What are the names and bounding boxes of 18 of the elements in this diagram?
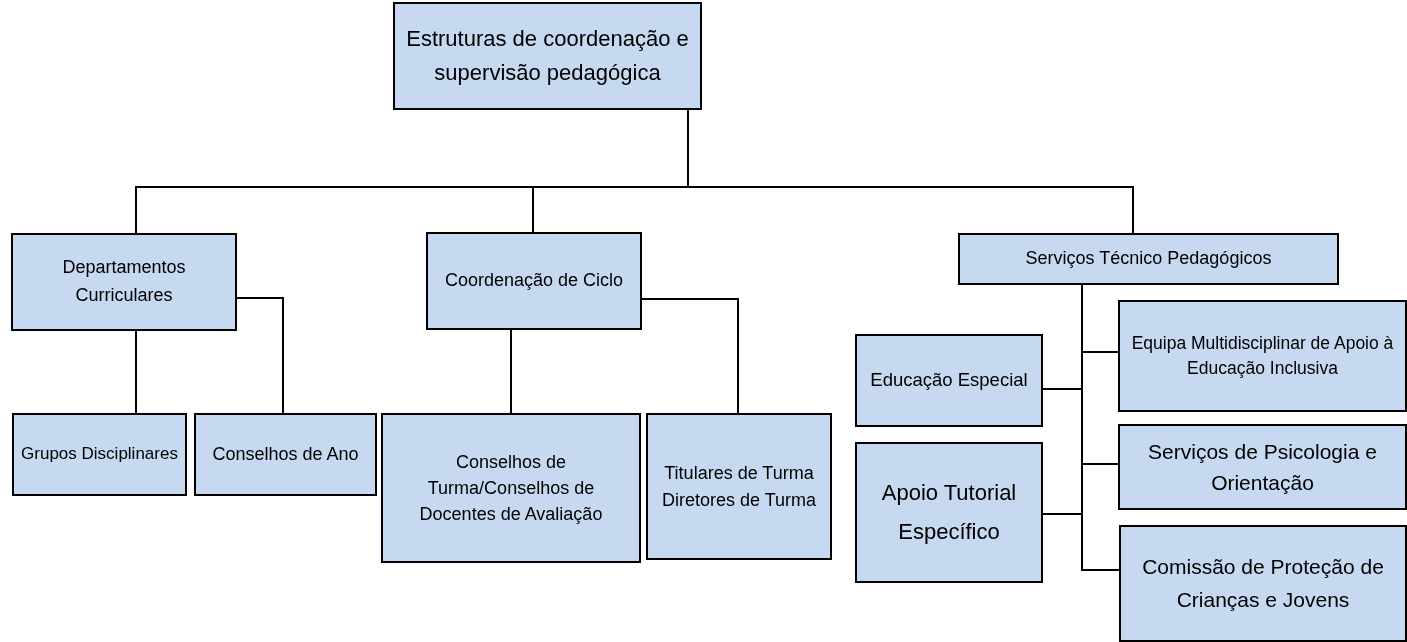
org-box: Conselhos de Ano [194, 413, 377, 496]
connector-line [135, 330, 137, 414]
org-box: Departamentos Curriculares [11, 233, 237, 331]
org-box: Comissão de Proteção de Crianças e Jovens [1119, 525, 1407, 642]
org-box: Apoio Tutorial Específico [855, 442, 1043, 583]
org-box: Grupos Disciplinares [12, 413, 187, 496]
connector-line [236, 297, 284, 414]
org-box: Equipa Multidisciplinar de Apoio à Educação Inclusiva [1118, 300, 1407, 412]
org-box: Coordenação de Ciclo [426, 232, 642, 330]
connector-line [510, 329, 512, 414]
org-box: Serviços Técnico Pedagógicos [958, 233, 1339, 285]
connector-line [1081, 284, 1120, 571]
org-box: Titulares de Turma Diretores de Turma [646, 413, 832, 560]
connector-line [641, 298, 739, 414]
org-box: Serviços de Psicologia e Orientação [1118, 424, 1407, 510]
org-box: Estruturas de coordenação e supervisão pedagógica [393, 2, 702, 110]
org-box: Educação Especial [855, 334, 1043, 427]
org-box: Conselhos de Turma/Conselhos de Docentes de Avaliação [381, 413, 641, 563]
